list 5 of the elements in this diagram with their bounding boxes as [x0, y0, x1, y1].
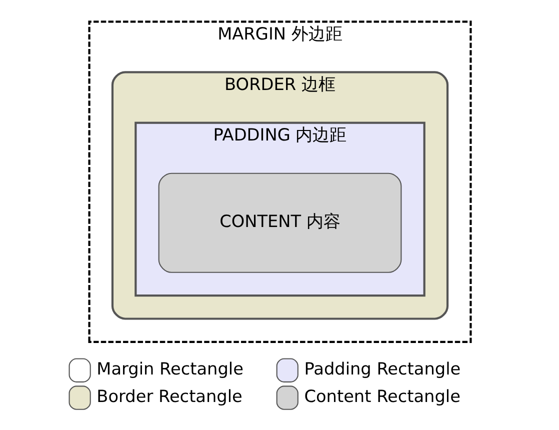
legend-label: Border Rectangle	[96, 385, 242, 406]
legend-label: Padding Rectangle	[304, 358, 460, 378]
node-box: CONTENT 内容	[158, 172, 402, 272]
legend-label: Content Rectangle	[304, 385, 460, 406]
legend-label: Margin Rectangle	[96, 358, 243, 378]
